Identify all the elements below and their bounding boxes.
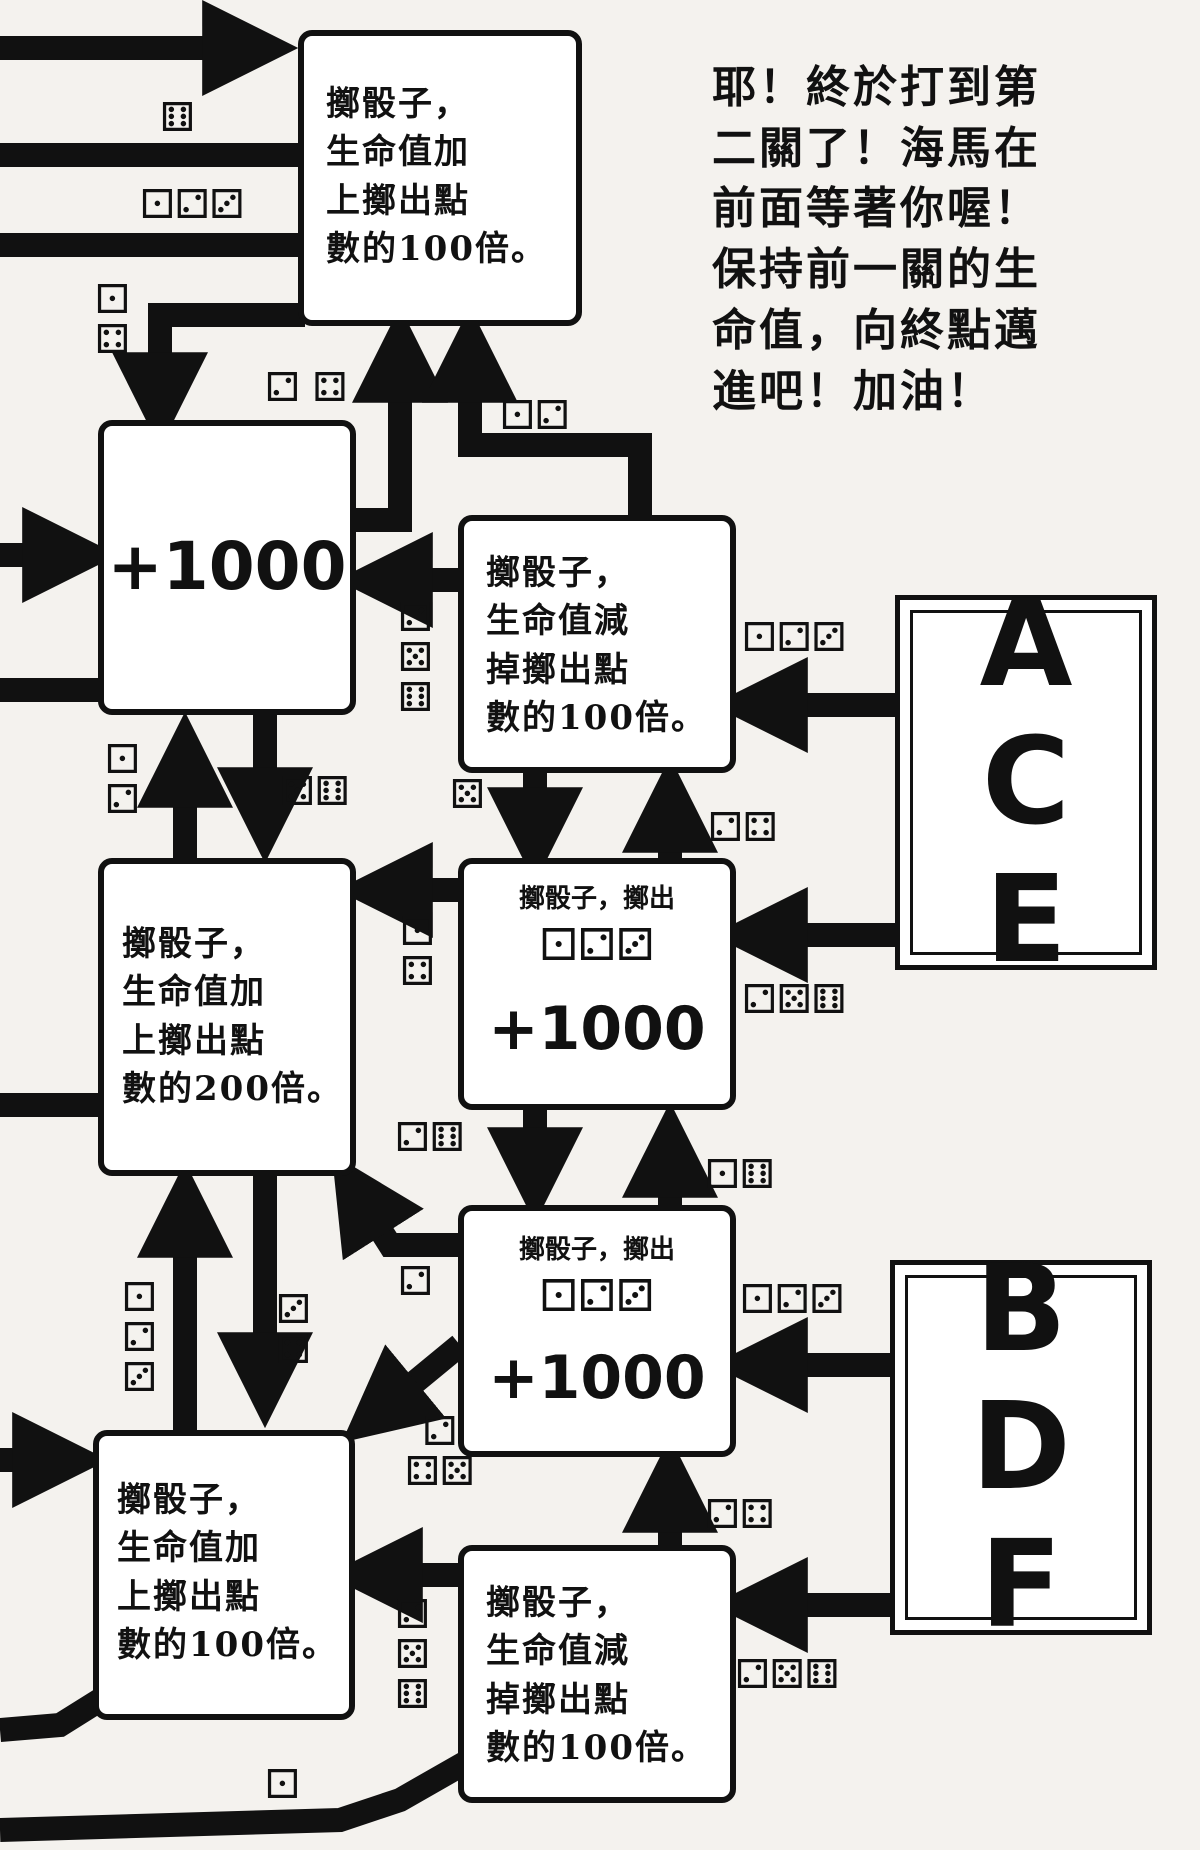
path-arrow [341, 1335, 468, 1443]
dice-group: ⚀⚁ [500, 393, 570, 439]
dice-group: ⚀ [265, 1762, 300, 1808]
dice-group: ⚀⚁⚂ [742, 615, 847, 661]
dice-group: ⚁ ⚄ ⚅ [398, 595, 433, 721]
box-roll-upper-line: 擲骰子，擲出 [518, 884, 675, 914]
dice-group: ⚀ ⚃ [95, 277, 130, 363]
box-sub-100-lower: 擲骰子， 生命值減 掉擲出點 數的100倍。 [458, 1545, 736, 1803]
dice-group: ⚁ ⚃ [265, 365, 348, 411]
box-roll-upper: 擲骰子，擲出 ⚀⚁⚂ +1000 [458, 858, 736, 1110]
box-roll-lower-line: 擲骰子，擲出 [518, 1235, 675, 1265]
dice-group: ⚀⚁⚂ [140, 182, 245, 228]
dice-group: ⚁⚅ [395, 1115, 465, 1161]
box-add-100-lower-text: 擲骰子， 生命值加 上擲出點 數的100倍。 [117, 1480, 338, 1665]
dice-group: ⚀ ⚁ [105, 737, 140, 823]
dice-group: ⚁ ⚄ ⚅ [395, 1592, 430, 1718]
box-add-100-lower: 擲骰子， 生命值加 上擲出點 數的100倍。 [93, 1430, 355, 1720]
dice-group: ⚁⚃ [708, 805, 778, 851]
box-roll-lower: 擲骰子，擲出 ⚀⚁⚂ +1000 [458, 1205, 736, 1457]
path-arrow [422, 306, 652, 515]
dice-group: ⚄⚅ [280, 769, 350, 815]
route-box-ace-inner [910, 610, 1142, 955]
box-top-add-100-text: 擲骰子， 生命值加 上擲出點 數的100倍。 [326, 84, 547, 269]
box-add-200: 擲骰子， 生命值加 上擲出點 數的200倍。 [98, 858, 356, 1176]
route-box-ace: A C E [895, 574, 1157, 990]
route-label-bdf: B D F [971, 1239, 1071, 1655]
path-arrow [112, 303, 305, 449]
box-sub-100-lower-text: 擲骰子， 生命值減 掉擲出點 數的100倍。 [486, 1583, 707, 1768]
box-sub-100-upper: 擲骰子， 生命值減 掉擲出點 數的100倍。 [458, 515, 736, 773]
path-line [0, 1749, 476, 1842]
route-box-bdf-inner [905, 1275, 1137, 1620]
box-roll-lower-dice: ⚀⚁⚂ [539, 1271, 655, 1322]
dice-group: ⚁ [398, 1259, 433, 1305]
dice-group: ⚀⚁⚂ [740, 1277, 845, 1323]
dice-group: ⚁⚄⚅ [742, 977, 847, 1023]
dice-group: ⚁⚃ [705, 1492, 775, 1538]
dice-group: ⚅ [160, 95, 195, 141]
box-add-200-text: 擲骰子， 生命值加 上擲出點 數的200倍。 [122, 924, 343, 1109]
box-plus-1000: +1000 [98, 420, 356, 715]
dice-group: ⚁⚄⚅ [735, 1652, 840, 1698]
dice-group: ⚁ ⚃⚄ [405, 1409, 475, 1495]
route-box-bdf: B D F [890, 1239, 1152, 1655]
dice-group: ⚀ ⚃ [400, 909, 435, 995]
path-line [0, 1689, 107, 1742]
box-plus-1000-text: +1000 [107, 528, 347, 605]
route-label-ace: A C E [979, 574, 1073, 990]
box-sub-100-upper-text: 擲骰子， 生命值減 掉擲出點 數的100倍。 [486, 553, 707, 738]
dice-group: ⚀ ⚁ ⚂ [122, 1275, 157, 1401]
dice-group: ⚄ [450, 772, 485, 818]
box-roll-lower-bonus: +1000 [488, 1343, 706, 1413]
speech-text: 耶！終於打到第 二關了！海馬在 前面等著你喔！ 保持前一關的生 命值，向終點邁 … [712, 62, 1041, 417]
path-arrow [331, 1153, 460, 1261]
dice-group: ⚀⚅ [705, 1152, 775, 1198]
box-roll-upper-dice: ⚀⚁⚂ [539, 920, 655, 971]
path-arrow [352, 306, 448, 532]
dice-group: ⚂ ⚃ [276, 1287, 311, 1373]
box-top-add-100: 擲骰子， 生命值加 上擲出點 數的100倍。 [298, 30, 582, 326]
box-roll-upper-bonus: +1000 [488, 994, 706, 1064]
